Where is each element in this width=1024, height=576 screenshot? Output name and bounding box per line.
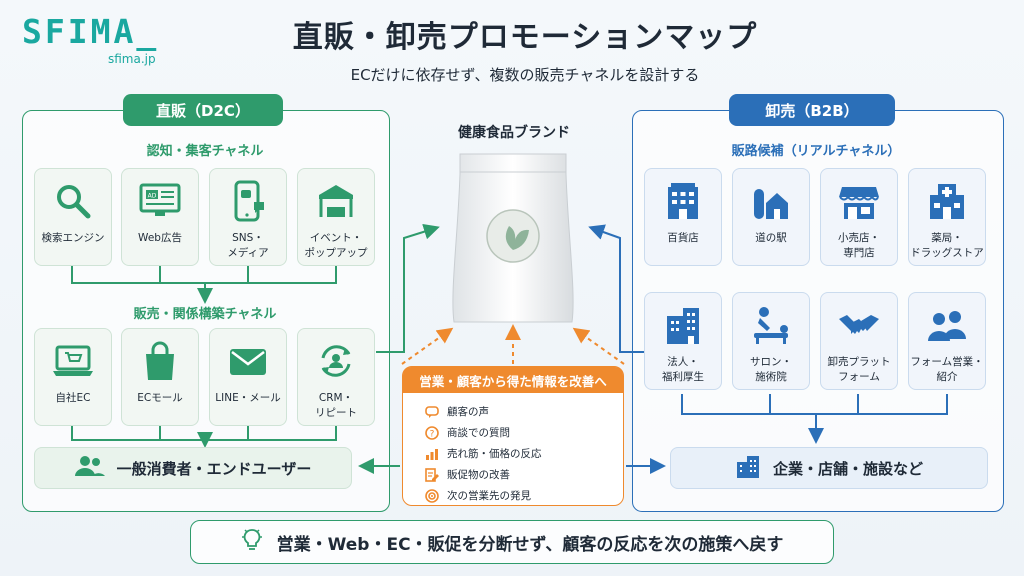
laptop-cart-icon: [51, 339, 95, 383]
card-label: 検索エンジン: [41, 232, 105, 244]
handshake-icon: [837, 303, 881, 347]
improvement-box: 営業・顧客から得た情報を改善へ 顧客の声 ? 商談での質問 売れ筋・価格の反応 …: [402, 366, 624, 506]
office-building-icon: [661, 303, 705, 347]
consumer-target-label: 一般消費者・エンドユーザー: [116, 459, 312, 478]
card-label: 小売店・ 専門店: [838, 232, 880, 259]
card-sns-media[interactable]: SNS・ メディア: [209, 168, 287, 266]
card-label: LINE・メール: [215, 392, 281, 404]
card-label: 自社EC: [55, 392, 91, 404]
card-label: 法人・ 福利厚生: [662, 356, 704, 383]
sales-label: 販売・関係構築チャネル: [133, 307, 277, 322]
bar-chart-icon: [425, 447, 439, 461]
card-own-ec[interactable]: 自社EC: [34, 328, 112, 426]
ad-monitor-icon: AD: [138, 179, 182, 223]
building-icon: [735, 454, 761, 482]
page-title: 直販・卸売プロモーションマップ: [292, 20, 758, 55]
brand-label: 健康食品ブランド: [458, 125, 570, 141]
card-label: 卸売プラット フォーム: [827, 356, 891, 383]
svg-text:?: ?: [430, 429, 435, 439]
logo: SFIMA_ sfima.jp: [22, 12, 160, 67]
improvement-item: ? 商談での質問: [425, 422, 623, 443]
lightbulb-icon: [241, 527, 263, 558]
card-label: CRM・ リピート: [315, 392, 357, 419]
footer-message: 営業・Web・EC・販促を分断せず、顧客の反応を次の施策へ戻す: [276, 534, 784, 555]
improvement-item: 顧客の声: [425, 401, 623, 422]
card-department-store[interactable]: 百貨店: [644, 168, 722, 266]
wholesale-channel-label: 販路候補（リアルチャネル）: [731, 144, 901, 159]
users-icon: [74, 455, 105, 481]
page-subtitle: ECだけに依存せず、複数の販売チャネルを設計する: [350, 66, 700, 84]
edit-document-icon: [425, 467, 439, 482]
pharmacy-icon: [925, 179, 969, 223]
mail-icon: [226, 339, 270, 383]
business-target-label: 企業・店舗・施設など: [772, 459, 923, 478]
card-label: Web広告: [138, 232, 182, 244]
card-form-sales-referral[interactable]: フォーム営業・ 紹介: [908, 292, 986, 390]
people-icon: [925, 303, 969, 347]
massage-icon: [749, 303, 793, 347]
card-search-engine[interactable]: 検索エンジン: [34, 168, 112, 266]
department-store-icon: [661, 179, 705, 223]
card-label: サロン・ 施術院: [750, 356, 792, 383]
search-icon: [51, 179, 95, 223]
footer-message-box: 営業・Web・EC・販促を分断せず、顧客の反応を次の施策へ戻す: [190, 520, 834, 564]
card-label: イベント・ ポップアップ: [304, 232, 368, 259]
card-corporate-welfare[interactable]: 法人・ 福利厚生: [644, 292, 722, 390]
storefront-icon: [837, 179, 881, 223]
card-wholesale-platform[interactable]: 卸売プラット フォーム: [820, 292, 898, 390]
shopping-bag-icon: [138, 339, 182, 383]
card-event-popup[interactable]: イベント・ ポップアップ: [297, 168, 375, 266]
card-pharmacy[interactable]: 薬局・ ドラッグストア: [908, 168, 986, 266]
card-crm-repeat[interactable]: CRM・ リピート: [297, 328, 375, 426]
improvement-item: 次の営業先の発見: [425, 485, 623, 506]
repeat-user-icon: [314, 339, 358, 383]
card-salon-clinic[interactable]: サロン・ 施術院: [732, 292, 810, 390]
logo-text: SFIMA_: [22, 12, 160, 51]
smartphone-social-icon: [226, 179, 270, 223]
consumer-target-box: 一般消費者・エンドユーザー: [34, 447, 352, 489]
target-icon: [425, 488, 439, 503]
event-tent-icon: [314, 179, 358, 223]
card-retail-specialty[interactable]: 小売店・ 専門店: [820, 168, 898, 266]
improvement-title: 営業・顧客から得た情報を改善へ: [403, 367, 623, 393]
card-ec-mall[interactable]: ECモール: [121, 328, 199, 426]
wholesale-tab: 卸売（B2B）: [729, 94, 895, 126]
card-web-ads[interactable]: AD Web広告: [121, 168, 199, 266]
product-pouch: [452, 150, 574, 326]
card-label: SNS・ メディア: [227, 232, 269, 259]
improvement-item: 販促物の改善: [425, 464, 623, 485]
svg-text:AD: AD: [148, 193, 157, 200]
question-icon: ?: [425, 425, 439, 440]
roadside-station-icon: [749, 179, 793, 223]
improvement-item: 売れ筋・価格の反応: [425, 443, 623, 464]
card-label: ECモール: [137, 392, 183, 404]
speech-bubble-icon: [425, 405, 439, 419]
business-target-box: 企業・店舗・施設など: [670, 447, 988, 489]
direct-tab: 直販（D2C）: [123, 94, 283, 126]
card-line-mail[interactable]: LINE・メール: [209, 328, 287, 426]
card-label: 道の駅: [755, 232, 787, 244]
awareness-label: 認知・集客チャネル: [146, 144, 264, 159]
card-label: 百貨店: [667, 232, 699, 244]
card-label: フォーム営業・ 紹介: [910, 356, 984, 383]
card-roadside-station[interactable]: 道の駅: [732, 168, 810, 266]
logo-url: sfima.jp: [108, 52, 156, 66]
card-label: 薬局・ ドラッグストア: [910, 232, 984, 259]
